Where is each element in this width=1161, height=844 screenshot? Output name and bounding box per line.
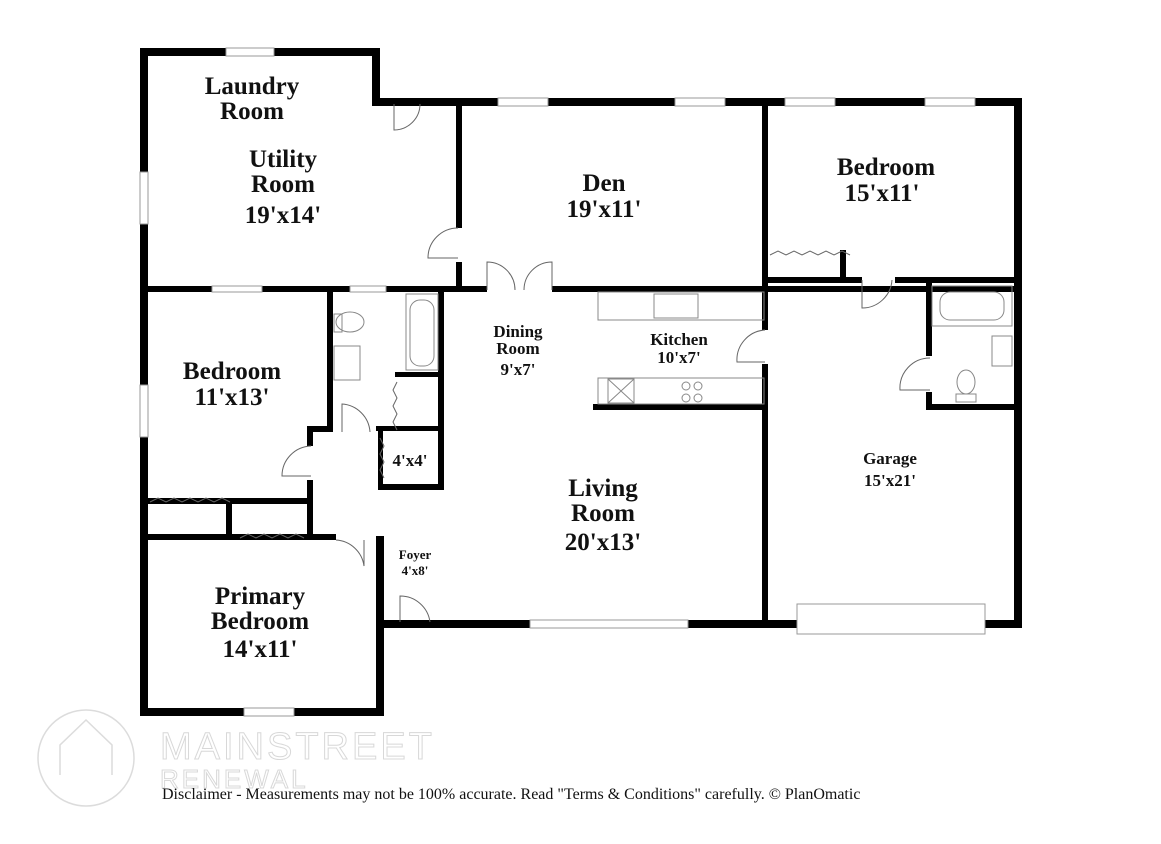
- watermark-line2: RENEWAL: [160, 764, 309, 795]
- garage-label: Garage: [863, 449, 917, 468]
- bedroom-w-label: Bedroom: [182, 358, 282, 385]
- living-room-size: 20'x13': [564, 529, 642, 556]
- bedroom-w-size: 11'x13': [194, 384, 270, 411]
- dining-room-label: Dining Room: [493, 322, 543, 358]
- kitchen-size: 10'x7': [657, 348, 701, 367]
- disclaimer: Disclaimer - Measurements may not be 100…: [162, 786, 861, 803]
- windows: [139, 47, 986, 717]
- dining-room-size: 9'x7': [500, 360, 536, 379]
- den-label: Den: [582, 170, 626, 197]
- fixtures: [333, 285, 1013, 405]
- bedroom-ne-size: 15'x11': [844, 180, 920, 207]
- garage-size: 15'x21': [864, 471, 916, 490]
- foyer-label: Foyer: [398, 547, 432, 562]
- living-room-label: Living Room: [568, 475, 638, 527]
- utility-room-size: 19'x14': [244, 202, 322, 229]
- primary-bedroom-label: Primary Bedroom: [210, 583, 310, 635]
- laundry-room-label: Laundry Room: [204, 73, 300, 125]
- closet-size: 4'x4': [392, 451, 428, 470]
- kitchen-label: Kitchen: [650, 330, 708, 349]
- den-size: 19'x11': [566, 196, 642, 223]
- bedroom-ne-label: Bedroom: [836, 154, 936, 181]
- utility-room-label: Utility Room: [248, 146, 318, 198]
- watermark-line1: MAINSTREET: [160, 726, 435, 769]
- mainstreet-logo-icon: [37, 709, 135, 807]
- door-swings: [149, 103, 931, 623]
- foyer-size: 4'x8': [401, 563, 429, 578]
- primary-bedroom-size: 14'x11': [222, 636, 298, 663]
